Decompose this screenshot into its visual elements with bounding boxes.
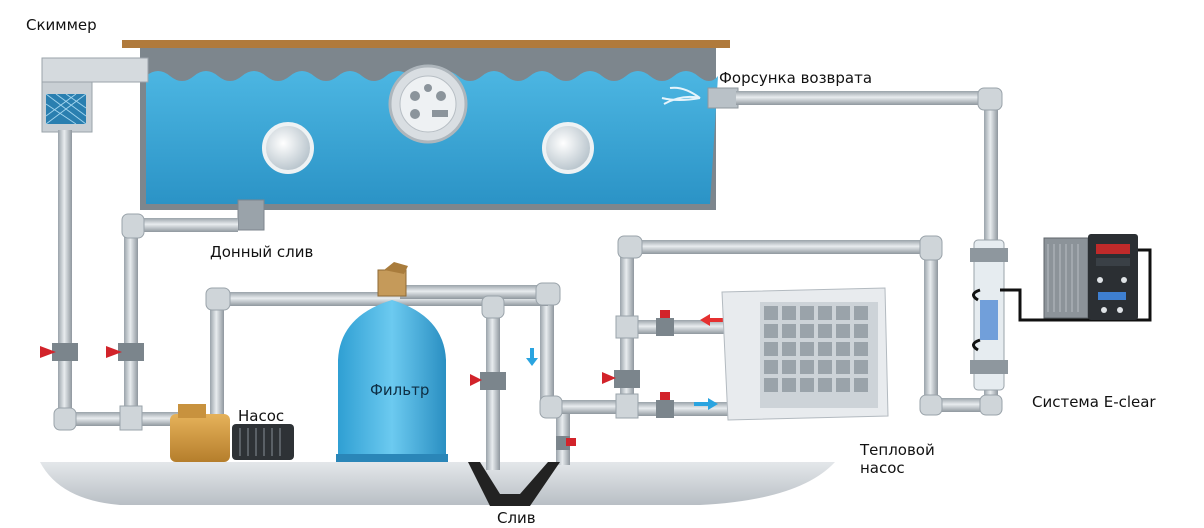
valve-icon — [106, 343, 144, 361]
valve-icon — [40, 343, 78, 361]
valve-icon — [602, 370, 640, 388]
e-clear-unit — [970, 239, 1152, 391]
flow-arrow-icon — [700, 314, 724, 326]
pipes — [53, 87, 1003, 506]
label-drain: Слив — [497, 509, 536, 527]
flow-arrow-icon — [526, 348, 538, 366]
skimmer — [41, 57, 149, 133]
heat-pump-icon — [721, 287, 889, 421]
filter-tank — [336, 262, 448, 462]
pool-light-icon — [262, 122, 314, 174]
label-skimmer: Скиммер — [26, 16, 97, 34]
valve-icon — [656, 392, 674, 418]
pool-deck — [122, 40, 730, 48]
label-bottom-drain: Донный слив — [210, 243, 314, 261]
valve-icon — [470, 372, 506, 390]
pump-icon — [170, 404, 294, 462]
ground — [40, 462, 835, 505]
label-eclear: Система E-clear — [1032, 393, 1156, 411]
bottom-drain — [237, 199, 265, 231]
label-heat-pump: Тепловой насос — [860, 441, 935, 477]
e-clear-controller-icon — [1043, 234, 1138, 320]
flow-arrow-icon — [694, 398, 718, 410]
return-nozzle — [707, 87, 739, 109]
valve-icon — [656, 310, 674, 336]
valve-icon — [556, 436, 576, 450]
label-filter: Фильтр — [370, 381, 430, 399]
pool-light-icon — [542, 122, 594, 174]
label-return-nozzle: Форсунка возврата — [719, 69, 873, 87]
jet-icon — [388, 64, 468, 144]
label-pump: Насос — [238, 407, 285, 425]
